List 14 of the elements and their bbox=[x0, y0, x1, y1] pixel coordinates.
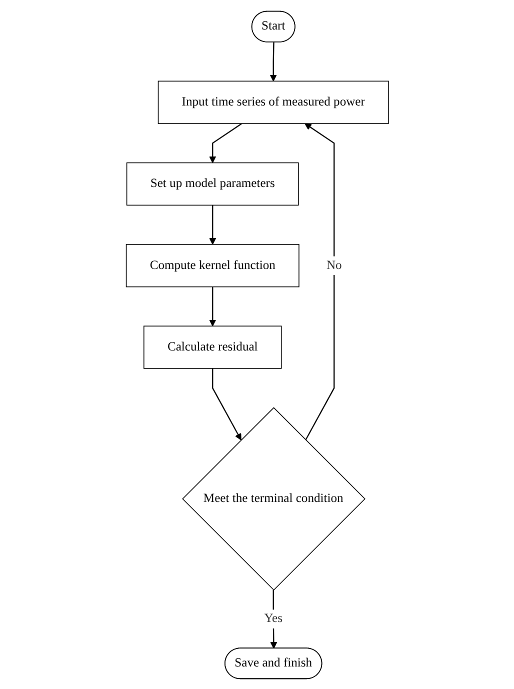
node-box: Compute kernel function bbox=[126, 244, 299, 287]
arrow bbox=[270, 590, 277, 648]
node-box: Calculate residual bbox=[143, 325, 282, 368]
arrow bbox=[208, 204, 216, 244]
edge-label: Yes bbox=[264, 611, 282, 625]
arrow bbox=[208, 286, 216, 326]
arrow bbox=[270, 42, 276, 81]
node-box: Input time series of measured power bbox=[157, 80, 388, 124]
node-box: Set up model parameters bbox=[126, 162, 298, 206]
arrow bbox=[208, 122, 242, 163]
node-diamond: Meet the terminal condition bbox=[182, 406, 366, 590]
arrow bbox=[304, 122, 334, 440]
edge-label: No bbox=[326, 258, 342, 272]
arrow bbox=[212, 368, 242, 440]
